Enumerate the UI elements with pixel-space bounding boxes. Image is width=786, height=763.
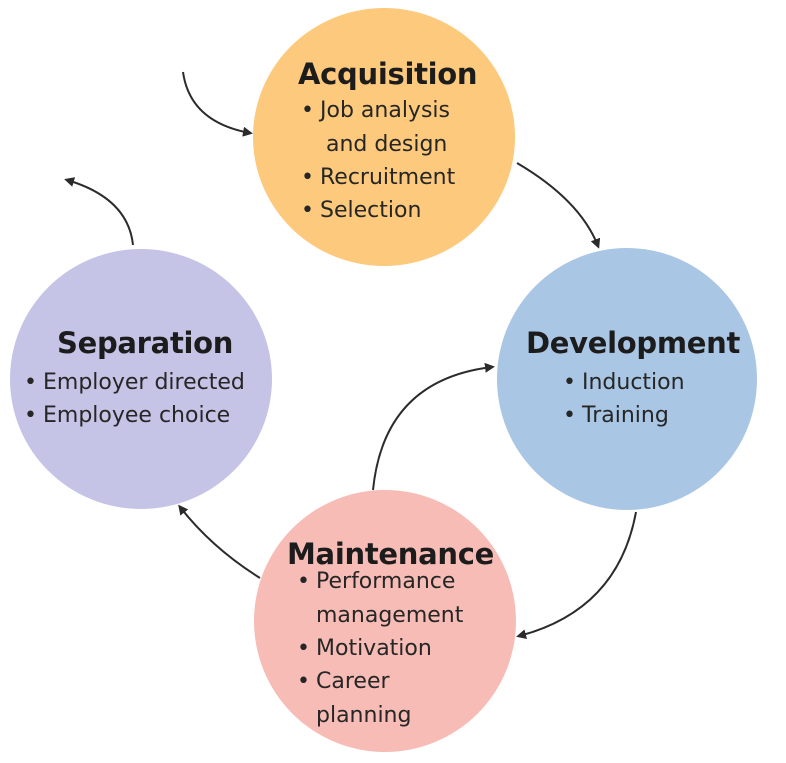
maintenance-item-career-cont: planning <box>316 703 412 728</box>
bullet-dot: • <box>563 403 576 428</box>
bullet-dot: • <box>301 165 314 190</box>
acquisition-item-job-analysis-cont: and design <box>326 132 448 157</box>
development-to-maintenance-arrow <box>516 511 637 640</box>
acquisition-item-selection: •Selection <box>301 198 422 223</box>
separation-item-employer-directed: •Employer directed <box>24 370 245 395</box>
maintenance-title: Maintenance <box>287 537 494 571</box>
bullet-dot: • <box>24 403 37 428</box>
acquisition-circle <box>253 8 515 266</box>
maintenance-to-development-arrow <box>372 362 495 491</box>
maintenance-item-performance: •Performance <box>297 569 456 594</box>
maintenance-item-career: •Career <box>297 669 390 694</box>
bullet-dot: • <box>301 198 314 223</box>
separation-circle <box>10 249 272 509</box>
acquisition-item-job-analysis: •Job analysis <box>301 98 450 123</box>
development-item-training: •Training <box>563 403 669 428</box>
development-circle <box>497 248 757 510</box>
maintenance-to-separation-arrow <box>178 504 261 579</box>
separation-title: Separation <box>57 326 234 360</box>
maintenance-circle <box>254 490 516 752</box>
bullet-dot: • <box>301 98 314 123</box>
separation-item-employee-choice: •Employee choice <box>24 403 231 428</box>
development-title: Development <box>526 326 741 360</box>
acquisition-to-development-arrow <box>516 162 601 249</box>
bullet-dot: • <box>563 370 576 395</box>
bullet-dot: • <box>297 569 310 594</box>
maintenance-item-motivation: •Motivation <box>297 636 432 661</box>
development-item-induction: •Induction <box>563 370 685 395</box>
bullet-dot: • <box>24 370 37 395</box>
acquisition-title: Acquisition <box>298 57 478 91</box>
maintenance-item-performance-cont: management <box>316 603 464 628</box>
bullet-dot: • <box>297 669 310 694</box>
bullet-dot: • <box>297 636 310 661</box>
acquisition-item-recruitment: •Recruitment <box>301 165 456 190</box>
exit-arrow <box>64 177 134 246</box>
entry-arrow <box>182 71 253 137</box>
